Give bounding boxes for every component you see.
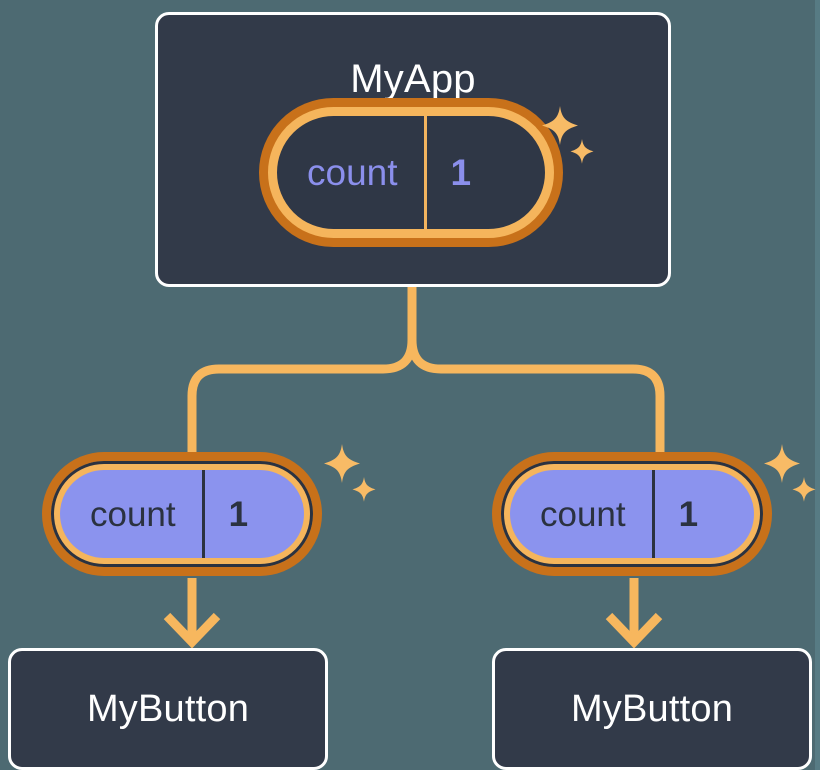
signal-divider-root bbox=[423, 116, 427, 229]
signal-name-right: count bbox=[540, 494, 626, 534]
signal-pill-body-root[interactable]: count 1 bbox=[268, 107, 554, 238]
signal-name-root: count bbox=[307, 152, 398, 193]
arrow-down-right bbox=[605, 578, 663, 649]
signal-pill-right[interactable]: count 1 bbox=[501, 461, 763, 567]
component-card-mybutton-left[interactable]: MyButton bbox=[8, 648, 328, 770]
signal-value-left: 1 bbox=[228, 494, 249, 534]
signal-value-root: 1 bbox=[450, 152, 472, 193]
signal-pill-left[interactable]: count 1 bbox=[51, 461, 313, 567]
sparkle-four-point-icon bbox=[764, 444, 800, 483]
sparkle-four-point-small-icon bbox=[792, 477, 816, 502]
component-title-mybutton-right: MyButton bbox=[570, 688, 734, 730]
signal-value-right: 1 bbox=[678, 494, 699, 534]
connector-branch-left bbox=[187, 335, 417, 467]
component-card-mybutton-right[interactable]: MyButton bbox=[492, 648, 812, 770]
component-title-myapp: MyApp bbox=[350, 57, 476, 101]
component-title-mybutton-left: MyButton bbox=[86, 688, 250, 730]
signal-pill-body-left[interactable]: count 1 bbox=[51, 461, 313, 567]
canvas-edge-strip bbox=[815, 0, 820, 770]
arrow-down-left bbox=[163, 578, 221, 649]
sparkle-four-point-small-icon bbox=[352, 477, 376, 502]
connector-branch-right bbox=[407, 335, 665, 467]
sparkles-left bbox=[324, 444, 376, 502]
signal-pill-body-right[interactable]: count 1 bbox=[501, 461, 763, 567]
signal-name-left: count bbox=[90, 494, 176, 534]
signal-divider-left bbox=[201, 470, 205, 558]
sparkles-right bbox=[764, 444, 816, 502]
signal-divider-right bbox=[651, 470, 655, 558]
sparkle-four-point-icon bbox=[324, 444, 360, 483]
signal-pill-root[interactable]: count 1 bbox=[268, 107, 554, 238]
